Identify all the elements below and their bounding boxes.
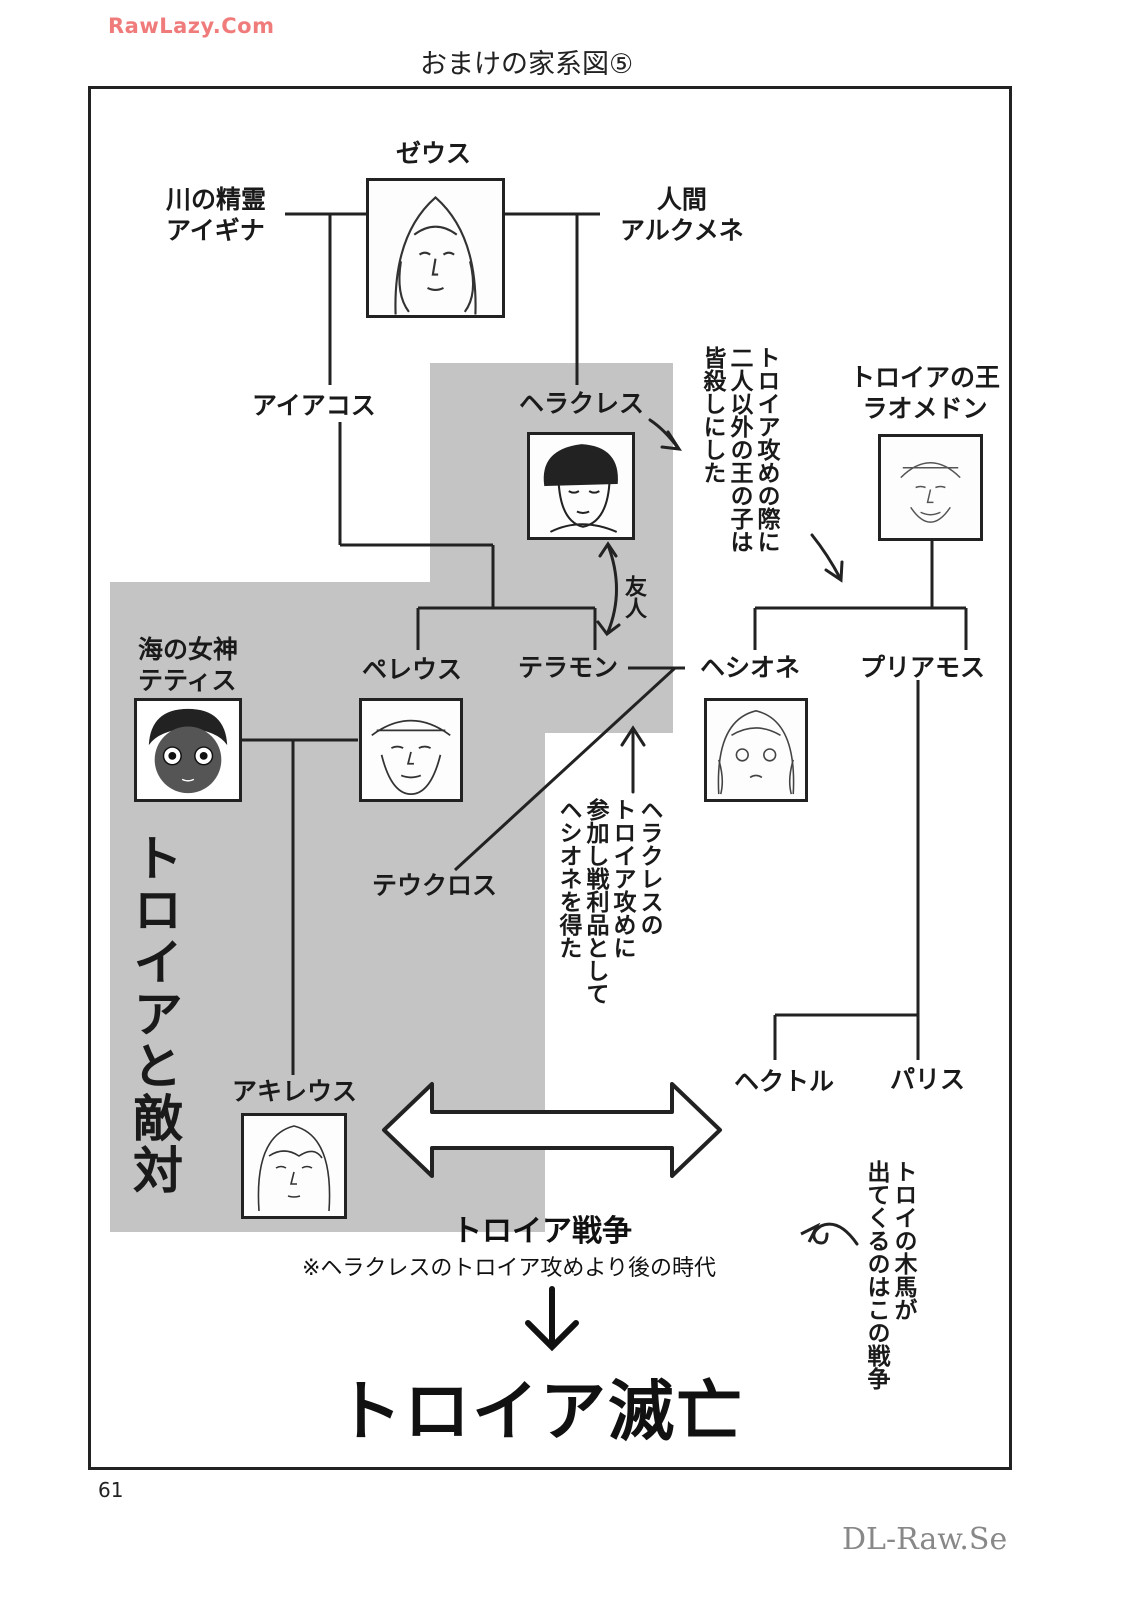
label-peleus: ペレウス: [362, 655, 463, 684]
label-aiakos: アイアコス: [252, 391, 376, 420]
friend-arrow: [606, 543, 618, 634]
portrait-thetis: [134, 698, 242, 802]
label-alcmene: 人間 アルクメネ: [620, 185, 744, 245]
note-trojan-horse: トロイの木馬が 出てくるのはこの戦争: [863, 1160, 916, 1390]
page-number: 61: [98, 1478, 124, 1502]
page-title: おまけの家系図⑤: [420, 49, 634, 80]
portrait-heracles: [527, 432, 635, 540]
note-heracles-hesione: ヘラクレスの トロイア攻めに 参加し戦利品として ヘシオネを得た: [555, 798, 662, 1005]
note-enemy-of-troy: トロイアと敵対: [125, 832, 183, 1196]
label-heracles: ヘラクレス: [519, 389, 645, 418]
war-note: ※ヘラクレスのトロイア攻めより後の時代: [302, 1256, 716, 1281]
label-priamos: プリアモス: [860, 653, 986, 682]
portrait-laomedon: [878, 434, 983, 541]
note-heracles-killed: トロイア攻めの際に 二人以外の王の子は 皆殺しにした: [699, 346, 779, 553]
label-paris: パリス: [890, 1065, 966, 1094]
label-teucros: テウクロス: [372, 871, 498, 900]
label-aigina: 川の精霊 アイギナ: [166, 185, 267, 245]
note-friend: 友人: [621, 575, 646, 619]
label-thetis: 海の女神 テティス: [138, 635, 239, 695]
label-hesione: ヘシオネ: [700, 653, 801, 682]
arrow-to-laomedon: [810, 533, 842, 580]
portrait-hesione: [704, 698, 808, 802]
label-hector: ヘクトル: [734, 1067, 835, 1096]
war-name: トロイア戦争: [452, 1214, 632, 1249]
portrait-achilles: [241, 1113, 347, 1219]
portrait-zeus: [366, 178, 505, 318]
watermark-bottom: DL-Raw.Se: [842, 1522, 1008, 1557]
label-laomedon: トロイアの王 ラオメドン: [850, 363, 1001, 423]
watermark-top: RawLazy.Com: [108, 14, 275, 38]
label-telamon: テラモン: [518, 653, 619, 682]
diagram-frame: [88, 86, 1012, 1470]
curved-arrow-icon: [800, 1222, 859, 1246]
double-arrow-icon: [382, 1082, 722, 1178]
portrait-peleus: [359, 698, 463, 802]
down-arrow-icon: [525, 1286, 579, 1352]
label-achilles: アキレウス: [232, 1077, 358, 1106]
troy-destroyed: トロイア滅亡: [336, 1373, 744, 1450]
label-zeus: ゼウス: [396, 139, 472, 168]
